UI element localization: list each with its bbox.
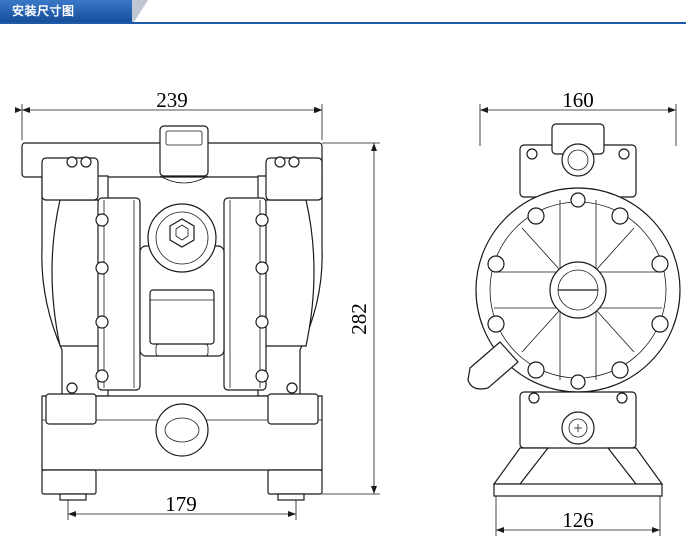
dimension-side-top-width: 160 [562, 88, 594, 112]
title-tab-shape [0, 0, 148, 22]
section-title-tab: 安装尺寸图 [0, 0, 148, 22]
front-dimension-lines [15, 104, 380, 520]
front-view-bolts [66, 156, 300, 394]
side-view [467, 123, 681, 497]
dimension-front-bottom-width: 179 [165, 492, 197, 516]
header-divider [0, 22, 686, 24]
side-dimension-lines [479, 104, 677, 536]
dimension-front-top-width: 239 [156, 88, 188, 112]
dimension-side-bottom-width: 126 [562, 508, 594, 532]
installation-dimension-drawing: 239 179 282 [15, 88, 681, 536]
section-title: 安装尺寸图 [12, 4, 75, 18]
side-view-bolts [487, 148, 669, 404]
front-view [21, 125, 323, 501]
dimension-front-height: 282 [347, 303, 371, 335]
